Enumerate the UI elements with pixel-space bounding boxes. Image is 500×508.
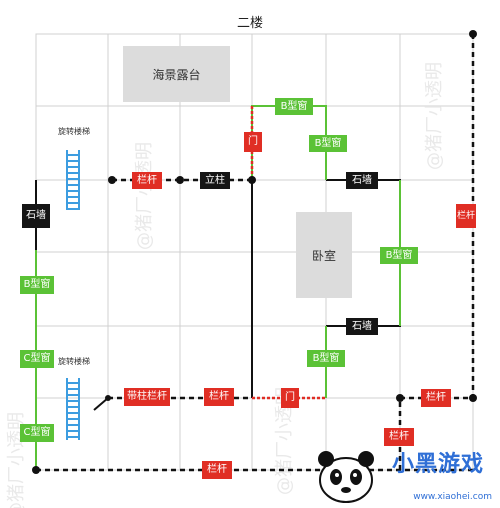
railing-tag: 栏杆 — [421, 389, 451, 407]
c-window-tag: C型窗 — [20, 424, 54, 442]
b-window-tag: B型窗 — [307, 350, 345, 367]
b-window-tag: B型窗 — [20, 276, 54, 294]
junction-dot — [248, 176, 256, 184]
room-sea-terrace: 海景露台 — [123, 46, 230, 102]
junction-dot — [32, 466, 40, 474]
c-window-tag: C型窗 — [20, 350, 54, 368]
railing-tag: 栏杆 — [384, 428, 414, 446]
junction-dot — [396, 394, 404, 402]
railing-tag: 栏杆 — [456, 204, 476, 228]
junction-dot — [469, 30, 477, 38]
watermark-1: @猪厂小透明 — [134, 142, 155, 250]
junctions — [32, 30, 477, 474]
spiral-stair-label-bottom: 旋转楼梯 — [58, 357, 90, 366]
b-window-tag: B型窗 — [380, 247, 418, 264]
panda-mascot-icon — [318, 451, 374, 503]
door-tag: 门 — [244, 132, 262, 152]
stone-wall-tag: 石墙 — [346, 318, 378, 335]
railing-tag: 栏杆 — [204, 388, 234, 406]
door-tag: 门 — [281, 388, 299, 408]
stone-wall-tag: 石墙 — [22, 204, 50, 228]
junction-dot — [469, 394, 477, 402]
railing-tag: 栏杆 — [132, 172, 162, 189]
railing-tag: 栏杆 — [202, 461, 232, 479]
b-window-tag: B型窗 — [309, 135, 347, 152]
pillar-tag: 立柱 — [200, 172, 230, 189]
room-bedroom: 卧室 — [296, 212, 352, 298]
spiral-stair-top-icon — [66, 150, 80, 210]
spiral-stair-label-top: 旋转楼梯 — [58, 127, 90, 136]
spiral-stair-bottom-icon — [66, 378, 80, 440]
logo-text: 小黑游戏 — [391, 452, 484, 477]
page-title: 二楼 — [236, 16, 263, 31]
stone-wall-tag: 石墙 — [346, 172, 378, 189]
site-logo: 小黑游戏 www.xiaohei.com — [312, 444, 498, 506]
junction-dot — [176, 176, 184, 184]
watermark-4: @猪厂小透明 — [424, 62, 445, 170]
logo-url: www.xiaohei.com — [413, 492, 492, 502]
pillar-railing-tag: 带柱栏杆 — [124, 388, 170, 406]
junction-dot — [108, 176, 116, 184]
watermark-3: @猪厂小透明 — [274, 387, 295, 495]
b-window-tag: B型窗 — [275, 98, 313, 115]
junction-dot — [105, 395, 111, 401]
wall-segment — [93, 397, 109, 411]
